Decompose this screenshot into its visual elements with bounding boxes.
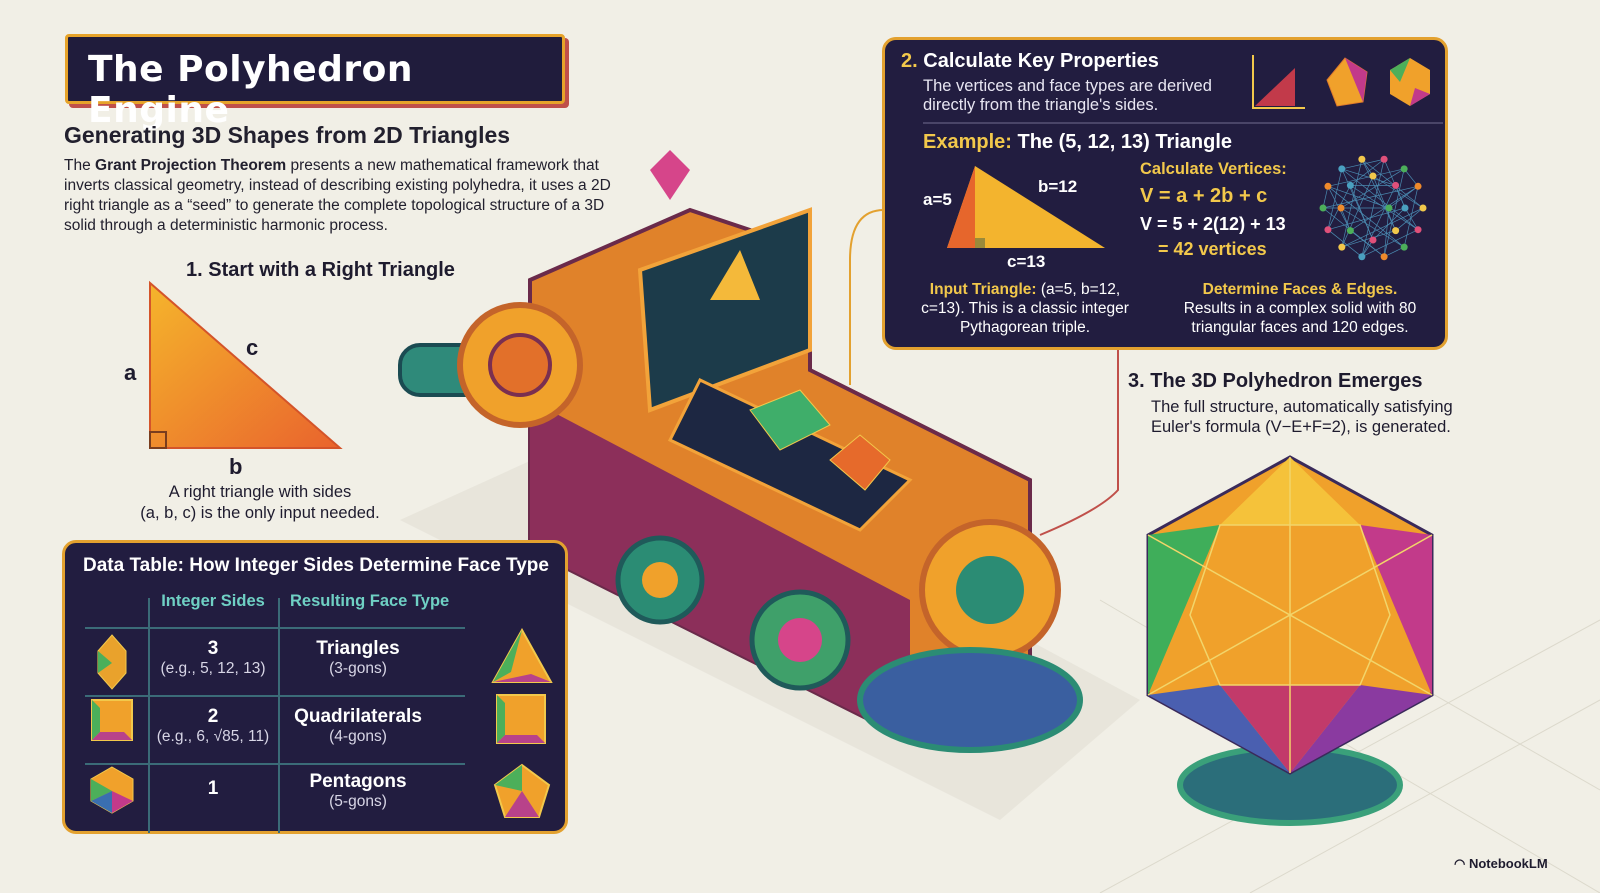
geometry-icons (1252, 55, 1430, 109)
vertex-dot (1380, 253, 1388, 261)
side-b-label: b (229, 454, 243, 479)
vertex-dot (1338, 243, 1346, 251)
table-row-face: Pentagons(5-gons) (309, 771, 407, 810)
vertex-dot (1392, 227, 1400, 235)
vertex-dot (1392, 181, 1400, 189)
step2-heading: 2. Calculate Key Properties (901, 50, 1159, 72)
connector-lines (849, 209, 1119, 536)
section-divider (923, 122, 1443, 124)
side-a-label: a (124, 360, 137, 385)
vertex-dot (1414, 182, 1422, 190)
step1-heading: 1. Start with a Right Triangle (186, 259, 455, 281)
table-divider (278, 598, 280, 833)
polyhedron-illustration (1146, 455, 1434, 826)
intro-paragraph: The Grant Projection Theorem presents a … (64, 157, 611, 234)
vertex-dot (1338, 165, 1346, 173)
vertex-dot (1400, 165, 1408, 173)
crystal-icon (97, 634, 127, 690)
vertex-dot (1324, 226, 1332, 234)
vertex-network-icon (1319, 155, 1427, 261)
icosahedron-icon (90, 766, 134, 814)
example-side-a: a=5 (923, 190, 952, 209)
example-title: Example: The (5, 12, 13) Triangle (923, 131, 1233, 153)
polyhedron-engine-illustration (398, 150, 1083, 753)
data-table-panel: Data Table: How Integer Sides Determine … (62, 540, 568, 834)
step1-caption: A right triangle with sides(a, b, c) is … (140, 483, 380, 522)
step3-heading: 3. The 3D Polyhedron Emerges (1128, 370, 1423, 392)
vertex-dot (1346, 227, 1354, 235)
table-row-face: Triangles(3-gons) (316, 638, 400, 677)
calc-vertices-heading: Calculate Vertices: (1140, 160, 1287, 178)
vertex-dot (1414, 226, 1422, 234)
vertex-dot (1324, 182, 1332, 190)
vertex-dot (1369, 236, 1377, 244)
vertex-dot (1401, 204, 1409, 212)
vertex-result: = 42 vertices (1158, 239, 1267, 259)
example-side-b: b=12 (1038, 177, 1078, 196)
vertex-dot (1369, 172, 1377, 180)
table-row: 3(e.g., 5, 12, 13) (160, 638, 266, 677)
example-side-c: c=13 (1007, 252, 1046, 271)
vertex-dot (1319, 204, 1327, 212)
vertex-dot (1358, 253, 1366, 261)
vertex-dot (1358, 155, 1366, 163)
side-c-label: c (246, 335, 259, 360)
table-divider (85, 695, 465, 697)
pentagon-face-icon (493, 763, 551, 818)
right-triangle-diagram (149, 280, 343, 449)
table-title: Data Table: How Integer Sides Determine … (83, 555, 549, 576)
header-integer-sides: Integer Sides (161, 592, 265, 610)
subtitle: Generating 3D Shapes from 2D Triangles (64, 122, 511, 148)
table-divider (85, 763, 465, 765)
square-crystal-icon (91, 699, 133, 741)
triangle-face-icon (491, 628, 553, 683)
example-triangle (947, 166, 1105, 248)
vertex-dot (1337, 204, 1345, 212)
key-properties-panel: 2. Calculate Key Properties The vertices… (882, 37, 1448, 350)
vertex-dot (1419, 204, 1427, 212)
table-row: 2(e.g., 6, √85, 11) (156, 706, 270, 745)
vertex-formula: V = a + 2b + c (1140, 185, 1268, 207)
vertex-dot (1346, 181, 1354, 189)
header-face-type: Resulting Face Type (290, 592, 450, 610)
vertex-dot (1400, 243, 1408, 251)
notebooklm-brand: ◠ NotebookLM (1454, 856, 1548, 871)
input-triangle-note: Input Triangle: (a=5, b=12,c=13). This i… (921, 281, 1129, 336)
table-divider (148, 598, 150, 833)
page-title: The Polyhedron Engine (65, 34, 565, 131)
vertex-dot (1380, 155, 1388, 163)
table-row-face: Quadrilaterals(4-gons) (294, 706, 422, 745)
table-row: 1 (207, 778, 219, 799)
faces-edges-note: Determine Faces & Edges.Results in a com… (1183, 281, 1417, 336)
vertex-substitution: V = 5 + 2(12) + 13 (1140, 214, 1286, 234)
square-face-icon (496, 694, 546, 744)
step3-description: The full structure, automatically satisf… (1151, 398, 1453, 436)
vertex-dot (1385, 204, 1393, 212)
table-divider (85, 627, 465, 629)
